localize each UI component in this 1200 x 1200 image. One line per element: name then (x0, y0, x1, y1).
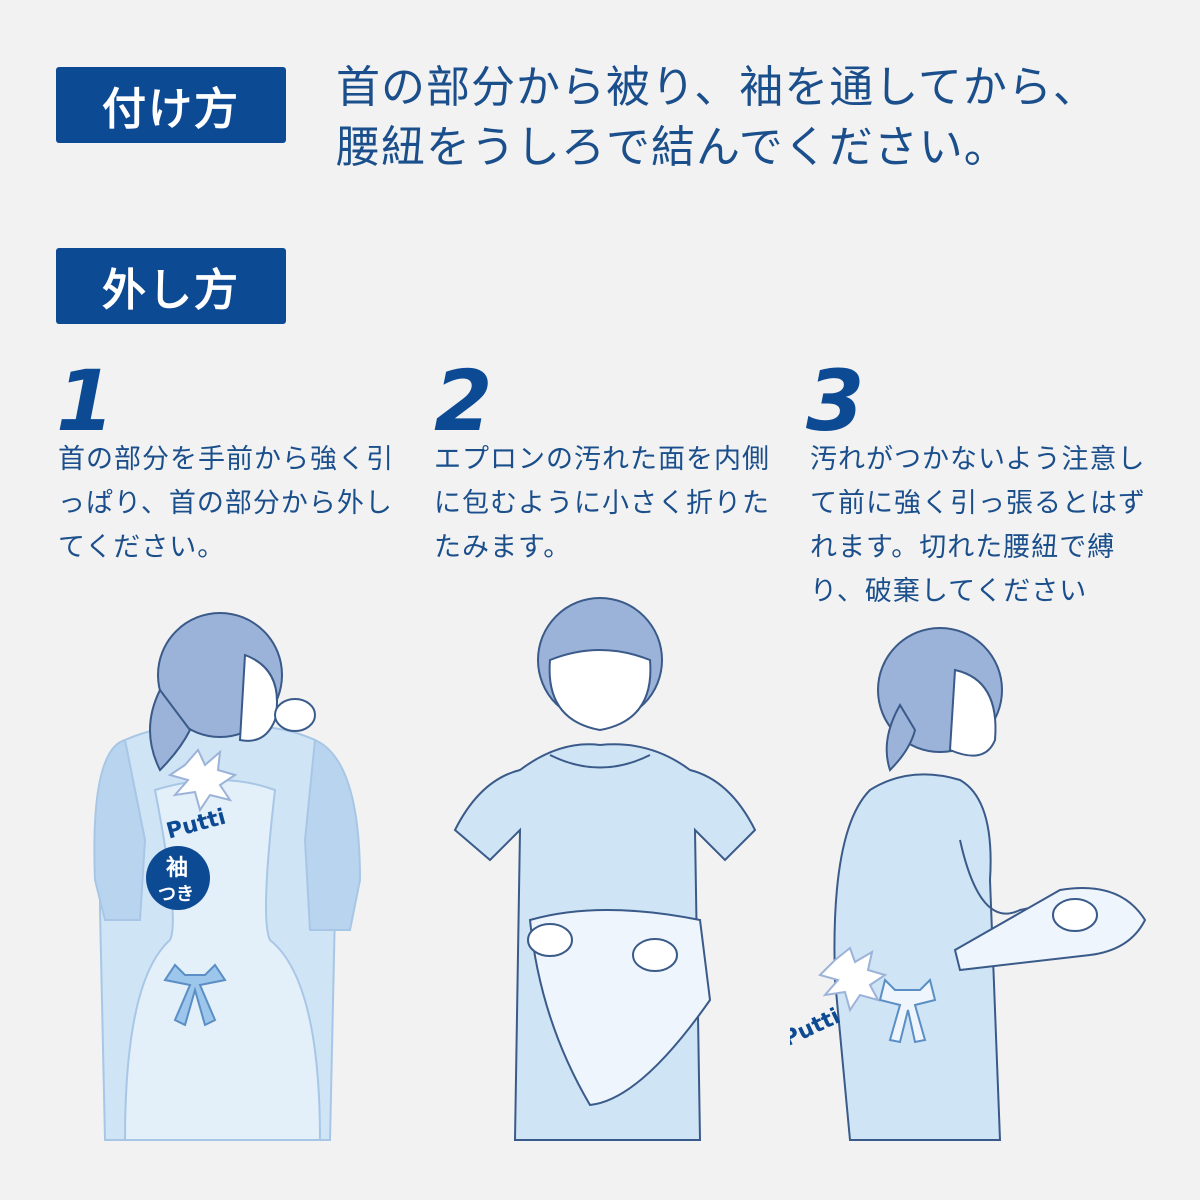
step-1-text: 首の部分を手前から強く引っぱり、首の部分から外してください。 (58, 444, 394, 563)
bow (878, 978, 937, 1044)
put-on-instruction-line2: 腰紐をうしろで結んでください。 (336, 122, 1009, 173)
step-2-illustration (410, 580, 790, 1180)
sleeve-badge (146, 846, 210, 910)
hand (1052, 898, 1098, 932)
ponytail (149, 688, 192, 772)
hand (274, 698, 316, 732)
sleeve-badge-line2: つき (158, 884, 194, 905)
step-1-illustration: Putti 袖 つき (30, 580, 410, 1180)
put-on-instruction-line1: 首の部分から被り、袖を通してから、 (336, 62, 1098, 113)
shirt (833, 773, 1002, 1141)
bow (163, 963, 227, 1027)
collar (549, 754, 651, 769)
sleeve-badge-line1: 袖 (166, 855, 188, 881)
step-3-text: 汚れがつかないよう注意して前に強く引っ張るとはずれます。切れた腰紐で縛り、破棄し… (810, 444, 1146, 607)
putti-label: Putti (790, 1004, 844, 1052)
step-2-number: 2 (434, 352, 493, 450)
gown-right-sleeve (303, 738, 362, 931)
face (948, 668, 997, 757)
arm (959, 839, 1071, 915)
burst-icon (167, 748, 238, 813)
put-on-label: 付け方 (56, 67, 286, 143)
face (548, 649, 652, 732)
put-on-instruction: 首の部分から被り、袖を通してから、 腰紐をうしろで結んでください。 (336, 58, 1176, 178)
ponytail (885, 703, 917, 772)
gown-left-sleeve (93, 738, 147, 921)
step-3-illustration: Putti (779, 580, 1170, 1180)
step-2-text: エプロンの汚れた面を内側に包むように小さく折りたたみます。 (434, 444, 770, 563)
take-off-label: 外し方 (56, 248, 286, 324)
left-hand (527, 923, 573, 957)
right-hand (632, 938, 678, 972)
step-1-number: 1 (56, 352, 115, 450)
burst-icon (818, 946, 888, 1013)
step-3-number: 3 (806, 352, 865, 450)
folded-apron (953, 887, 1147, 972)
